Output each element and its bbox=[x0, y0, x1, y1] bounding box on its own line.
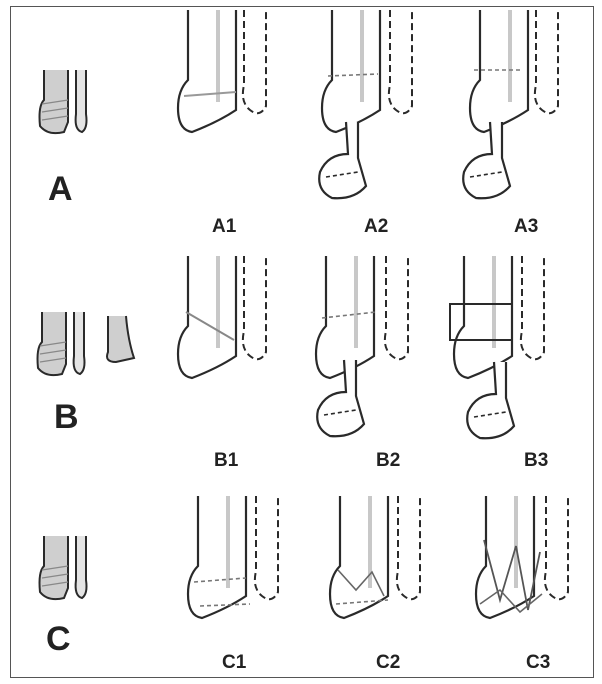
label-a3: A3 bbox=[514, 216, 538, 237]
label-b2: B2 bbox=[376, 450, 400, 471]
figure-a3 bbox=[463, 10, 558, 198]
label-a2: A2 bbox=[364, 216, 388, 237]
figure-c1 bbox=[188, 496, 278, 618]
label-a1: A1 bbox=[212, 216, 237, 237]
figure-c3 bbox=[476, 496, 568, 618]
figure-b2 bbox=[316, 256, 408, 436]
figure-a2 bbox=[319, 10, 412, 198]
figure-b3 bbox=[450, 256, 544, 438]
row-label-b: B bbox=[54, 398, 79, 436]
figure-c2 bbox=[330, 496, 420, 618]
label-c3: C3 bbox=[526, 652, 550, 673]
row-label-a: A bbox=[48, 170, 73, 208]
row-c-icon bbox=[40, 536, 87, 599]
label-c1: C1 bbox=[222, 652, 247, 673]
label-b3: B3 bbox=[524, 450, 548, 471]
label-c2: C2 bbox=[376, 652, 400, 673]
row-label-c: C bbox=[46, 620, 71, 658]
label-b1: B1 bbox=[214, 450, 239, 471]
figure-b1 bbox=[178, 256, 266, 378]
row-b-icons bbox=[38, 312, 135, 375]
row-a-icon bbox=[40, 70, 87, 133]
figure-a1 bbox=[178, 10, 266, 132]
